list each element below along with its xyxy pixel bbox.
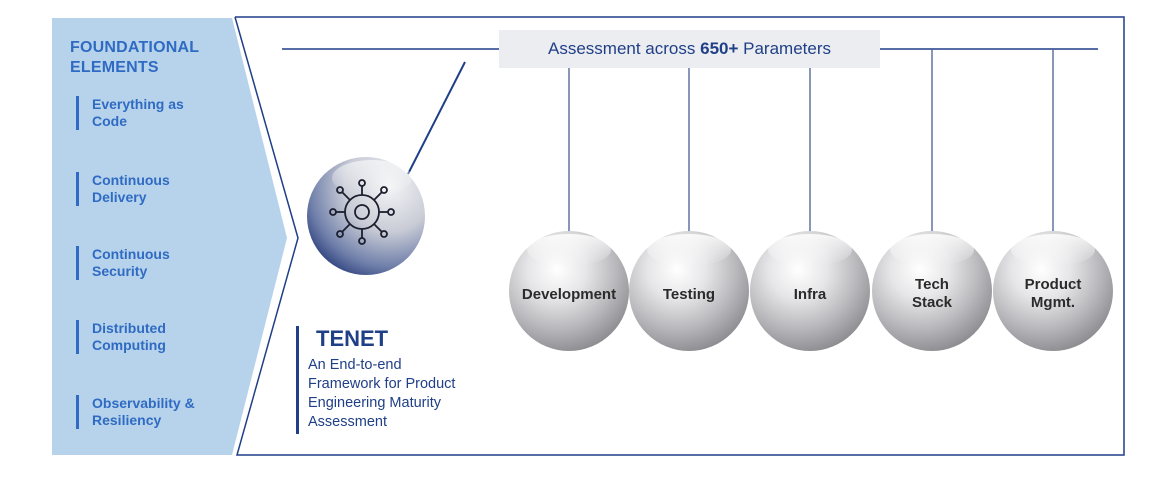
title-line-1: FOUNDATIONAL: [70, 39, 200, 56]
tenet-desc-line: An End-to-end: [308, 357, 402, 373]
tenet-title: TENET: [316, 326, 389, 351]
sphere-development: [509, 231, 629, 351]
sphere-label-testing: Testing: [629, 286, 749, 304]
sphere-label-line-1: Testing: [662, 286, 716, 303]
element-label-line-2: Delivery: [92, 189, 147, 205]
sphere-label-line-1: Tech: [915, 276, 949, 293]
sphere-product-mgmt: [993, 231, 1113, 351]
header-suffix: Parameters: [738, 39, 831, 58]
element-distributed-computing: Distributed Computing: [76, 320, 212, 354]
tenet-accent-bar: [296, 326, 299, 434]
tenet-description: An End-to-end Framework for Product Engi…: [308, 356, 508, 432]
hub-string: [407, 61, 466, 175]
sphere-label-line-2: Stack: [911, 294, 953, 311]
title-line-2: ELEMENTS: [70, 59, 159, 76]
sphere-testing: [629, 231, 749, 351]
sphere-label-infra: Infra: [750, 286, 870, 304]
tenet-desc-line: Framework for Product: [308, 376, 456, 392]
sphere-label-line-2: Mgmt.: [1030, 294, 1076, 311]
element-label-line-2: Security: [92, 263, 148, 279]
element-continuous-security: Continuous Security: [76, 246, 212, 280]
foundational-panel: [52, 18, 287, 455]
tenet-desc-line: Engineering Maturity: [308, 395, 441, 411]
sphere-label-product-mgmt: Product Mgmt.: [993, 276, 1113, 312]
element-continuous-delivery: Continuous Delivery: [76, 172, 212, 206]
foundational-elements-title: FOUNDATIONAL ELEMENTS: [70, 38, 240, 78]
element-label-line-1: Observability &: [92, 395, 195, 411]
element-label-line-2: Computing: [92, 337, 166, 353]
element-observability-resiliency: Observability & Resiliency: [76, 395, 212, 429]
sphere-label-development: Development: [509, 286, 629, 304]
element-label-line-1: Everything as: [92, 96, 184, 112]
element-label-line-1: Continuous: [92, 172, 170, 188]
sphere-infra: [750, 231, 870, 351]
assessment-header: Assessment across 650+ Parameters: [499, 30, 880, 68]
network-hub-icon: [329, 179, 395, 245]
sphere-label-line-1: Infra: [793, 286, 827, 303]
sphere-label-tech-stack: Tech Stack: [872, 276, 992, 312]
element-label-line-2: Code: [92, 113, 127, 129]
sphere-label-line-1: Product: [1024, 276, 1082, 293]
main-frame: [234, 16, 1125, 456]
header-prefix: Assessment across: [548, 39, 701, 58]
pendulum-strings: [568, 49, 1054, 232]
header-emphasis: 650+: [700, 39, 739, 58]
tenet-desc-line: Assessment: [308, 414, 387, 430]
sphere-tech-stack: [872, 231, 992, 351]
element-label-line-1: Distributed: [92, 320, 166, 336]
sphere-label-line-1: Development: [521, 286, 617, 303]
hub-sphere: [307, 157, 425, 275]
element-label-line-1: Continuous: [92, 246, 170, 262]
element-everything-as-code: Everything as Code: [76, 96, 212, 130]
element-label-line-2: Resiliency: [92, 412, 162, 428]
